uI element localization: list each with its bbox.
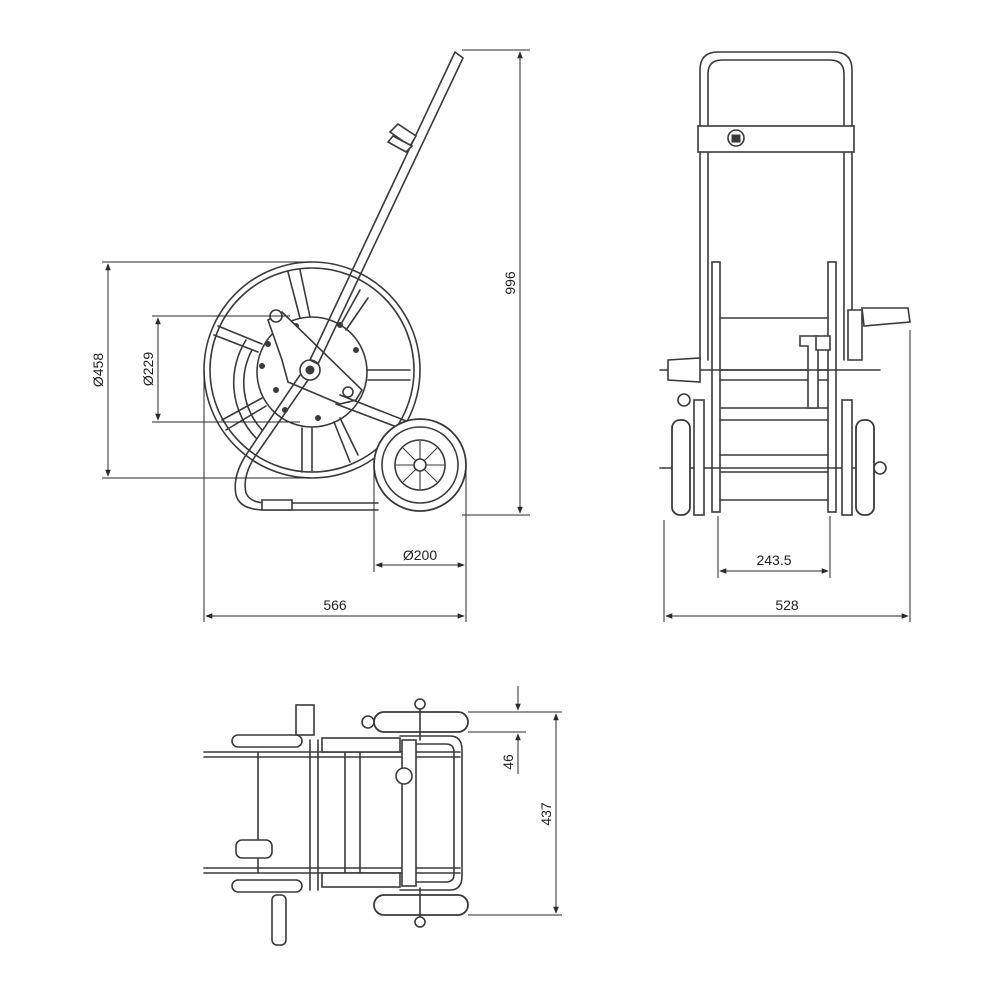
side-view-dimensions: 996 Ø458 Ø229 Ø200 566 (90, 49, 530, 622)
side-view (203, 51, 467, 512)
dim-reel-outer-diameter: Ø458 (90, 353, 106, 387)
dim-overall-depth: 437 (538, 802, 554, 826)
top-view (203, 698, 469, 946)
dim-wheel-width: 46 (500, 754, 516, 770)
top-view-dimensions: 46 437 (468, 686, 562, 916)
dim-overall-width: 528 (775, 597, 799, 613)
dim-inner-width: 243.5 (756, 552, 791, 568)
dim-overall-length: 566 (323, 597, 347, 613)
front-view (659, 51, 911, 516)
dim-wheel-diameter: Ø200 (403, 547, 437, 563)
front-view-dimensions: 243.5 528 (663, 330, 911, 622)
dim-overall-height: 996 (502, 271, 518, 295)
dim-reel-inner-diameter: Ø229 (140, 352, 156, 386)
